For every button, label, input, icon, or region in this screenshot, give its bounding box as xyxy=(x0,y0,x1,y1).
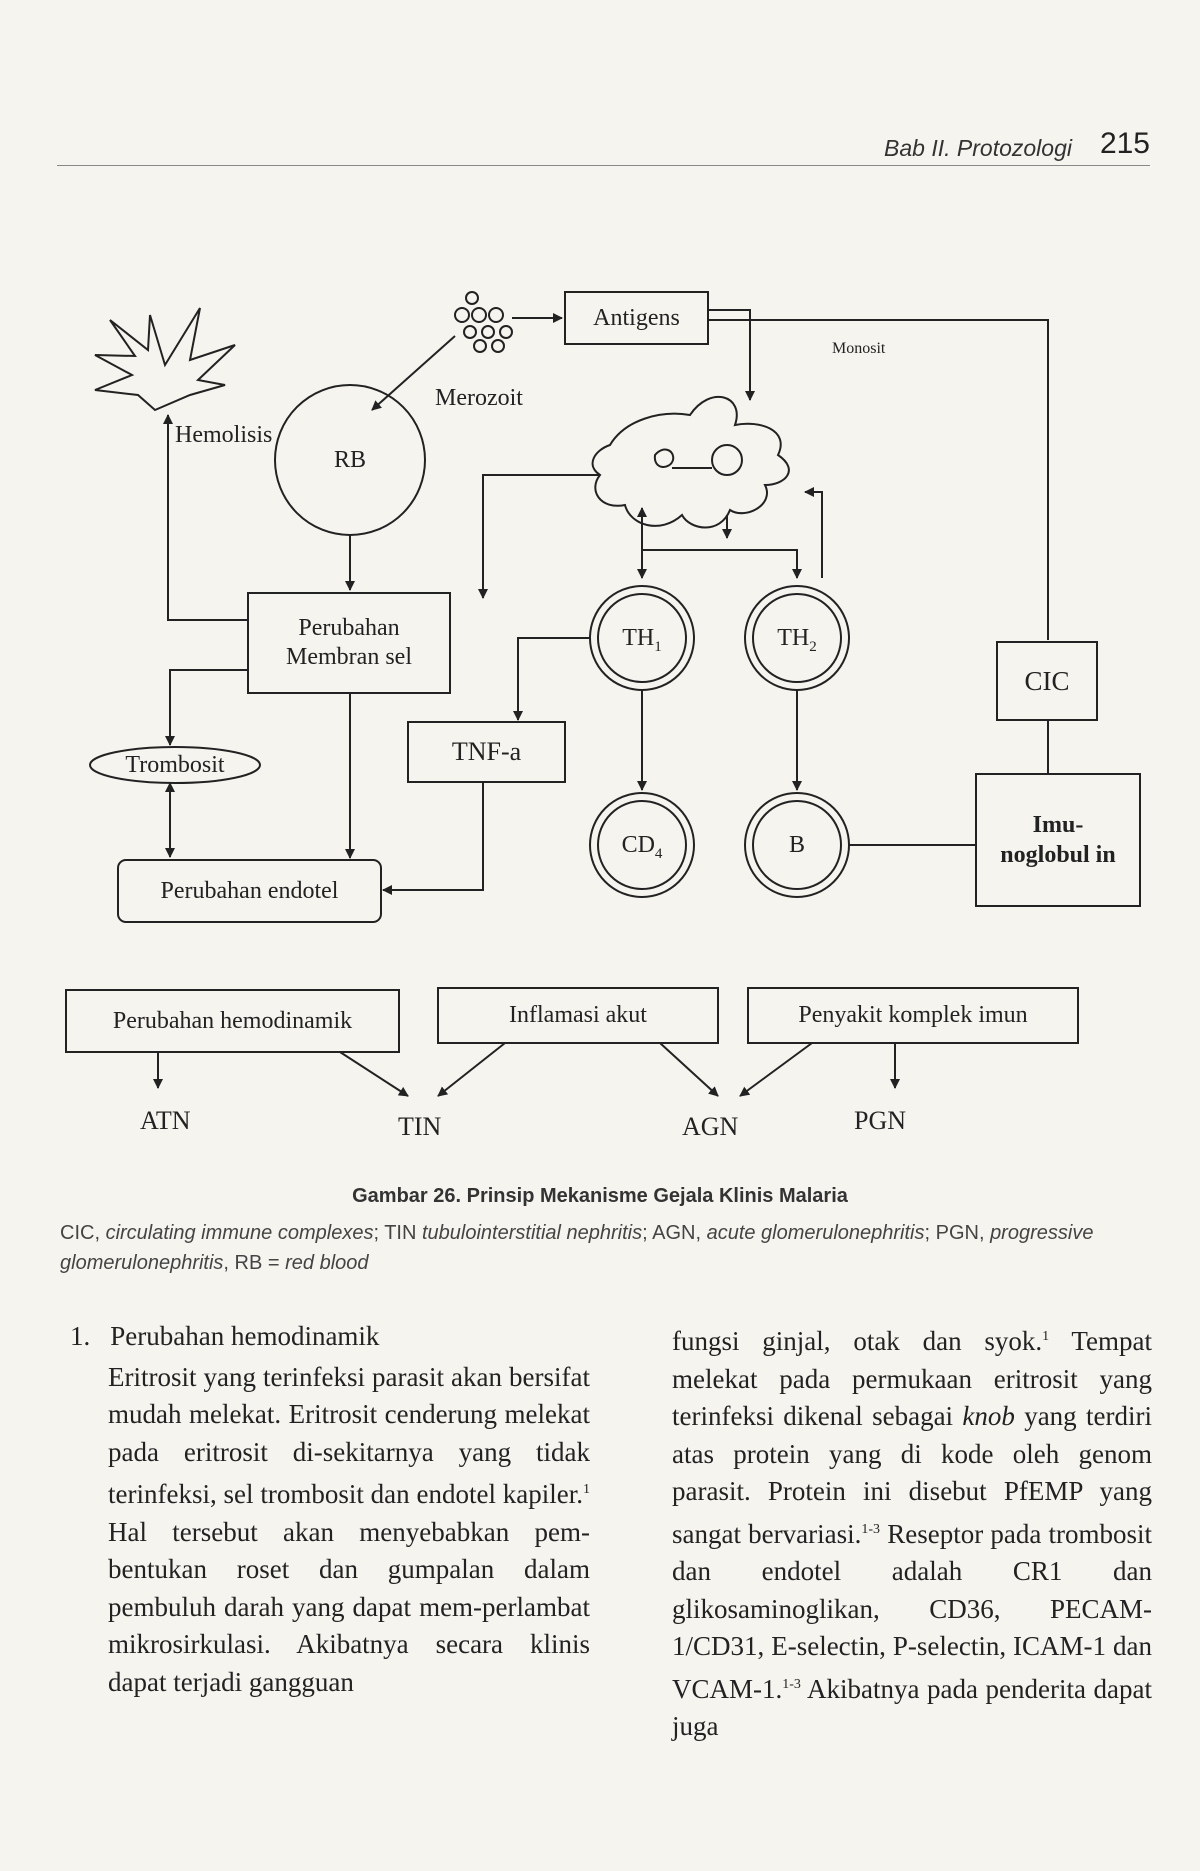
cic-box: CIC xyxy=(997,642,1097,720)
cic-label: CIC xyxy=(1024,665,1070,696)
cd4-node: CD4 xyxy=(590,793,694,897)
page-number: 215 xyxy=(1099,127,1150,160)
diagram-lines xyxy=(65,291,1141,1097)
imunoglobulin-box: Imu-noglobul in xyxy=(996,774,1120,906)
trombosit-node: Trombosit xyxy=(90,747,260,783)
agn-label: AGN xyxy=(682,1112,739,1141)
perubahan-hemodinamik-box: Perubahan hemodinamik xyxy=(66,990,399,1052)
left-column: 1. Perubahan hemodinamik Eritrosit yang … xyxy=(70,1318,590,1701)
figure-abbreviations: CIC, circulating immune complexes; TIN t… xyxy=(60,1222,1094,1274)
imunoglobulin-label: Imu-noglobul in xyxy=(1000,812,1116,868)
chapter-title: Bab II. Protozologi xyxy=(884,135,1072,161)
pgn-label: PGN xyxy=(854,1106,907,1135)
section-heading: 1. Perubahan hemodinamik xyxy=(70,1318,590,1356)
tnf-label: TNF-a xyxy=(451,737,522,767)
cd4-label: CD4 xyxy=(621,831,663,862)
monocyte-icon xyxy=(591,396,790,529)
b-node: B xyxy=(745,793,849,897)
perubahan-endotel-label: Perubahan endotel xyxy=(160,877,339,904)
th1-node: TH1 xyxy=(590,586,694,690)
rb-node: RB xyxy=(275,385,425,535)
atn-label: ATN xyxy=(140,1106,191,1135)
rb-label: RB xyxy=(333,446,366,473)
tin-label: TIN xyxy=(398,1112,442,1141)
antigens-box: Antigens xyxy=(565,292,708,344)
th1-label: TH1 xyxy=(622,624,662,655)
left-paragraph: Eritrosit yang terinfeksi parasit akan b… xyxy=(108,1361,590,1697)
section-number: 1. xyxy=(70,1321,91,1351)
perubahan-endotel-box: Perubahan endotel xyxy=(118,860,381,922)
right-column: fungsi ginjal, otak dan syok.1 Tempat me… xyxy=(672,1318,1152,1746)
th2-node: TH2 xyxy=(745,586,849,690)
hemolysis-starburst-icon xyxy=(94,307,236,412)
monosit-label: Monosit xyxy=(832,340,886,357)
b-label: B xyxy=(788,831,805,858)
merozoit-label: Merozoit xyxy=(435,385,523,411)
malaria-mechanism-diagram: Merozoit Antigens Monosit RB Hemolisis P… xyxy=(0,260,1200,1180)
penyakit-komplek-imun-label: Penyakit komplek imun xyxy=(798,1002,1028,1029)
trombosit-label: Trombosit xyxy=(125,751,225,778)
merozoite-icon xyxy=(454,291,513,353)
figure-caption-title: Gambar 26. Prinsip Mekanisme Gejala Klin… xyxy=(352,1185,848,1207)
section-title: Perubahan hemodinamik xyxy=(110,1321,380,1351)
perubahan-membran-label: Perubahan Membran sel xyxy=(286,615,412,670)
penyakit-komplek-imun-box: Penyakit komplek imun xyxy=(748,988,1078,1043)
antigens-label: Antigens xyxy=(593,304,680,331)
inflamasi-akut-box: Inflamasi akut xyxy=(438,988,718,1043)
figure-caption: Gambar 26. Prinsip Mekanisme Gejala Klin… xyxy=(60,1185,1140,1208)
th2-label: TH2 xyxy=(777,624,817,655)
inflamasi-akut-label: Inflamasi akut xyxy=(509,1002,647,1029)
running-header: Bab II. Protozologi 215 xyxy=(57,125,1150,166)
hemolisis-label: Hemolisis xyxy=(175,422,273,448)
tnf-box: TNF-a xyxy=(408,722,565,782)
perubahan-hemodinamik-label: Perubahan hemodinamik xyxy=(112,1007,353,1034)
right-paragraph: fungsi ginjal, otak dan syok.1 Tempat me… xyxy=(672,1326,1153,1741)
perubahan-membran-box: Perubahan Membran sel xyxy=(258,593,440,693)
